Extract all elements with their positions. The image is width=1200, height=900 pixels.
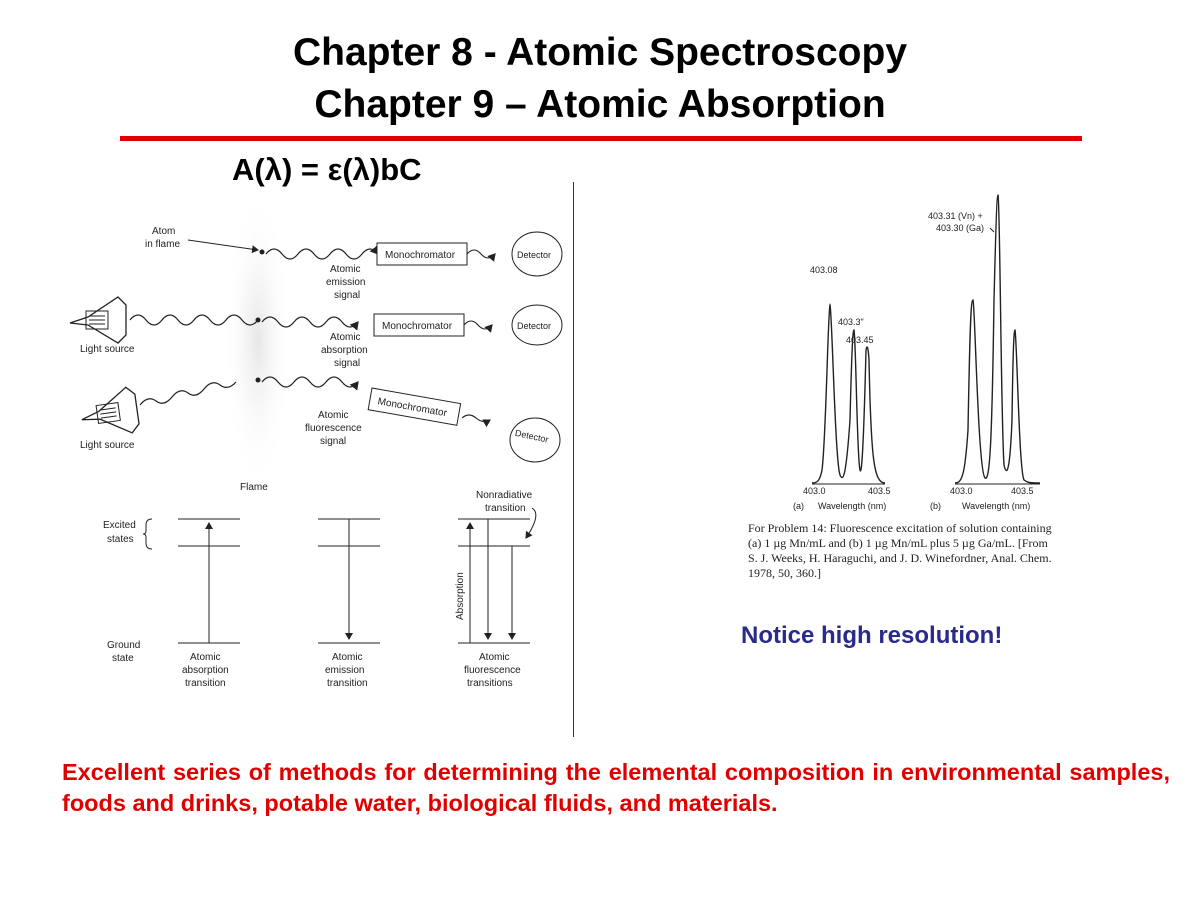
figure-label: Atomic — [479, 652, 510, 663]
figure-label: states — [107, 534, 134, 545]
figure-graphic — [95, 401, 121, 425]
figure-label: emission — [326, 277, 365, 288]
figure-label: 403.5 — [1011, 486, 1034, 496]
chapter8-title: Chapter 8 - Atomic Spectroscopy — [292, 31, 908, 74]
beer-lambert-formula: A(λ) = ε(λ)bC — [232, 152, 422, 187]
summary-footer: Excellent series of methods for determin… — [62, 759, 1170, 816]
column-divider — [573, 182, 574, 737]
figure-label: Atomic — [332, 652, 363, 663]
figure-label: (b) — [930, 501, 941, 511]
chapter9-title: Chapter 9 – Atomic Absorption — [314, 83, 886, 126]
figure-graphic — [100, 411, 117, 415]
figure-graphic — [139, 381, 237, 406]
atomic-spectroscopy-schematic: Flame Atom in flame Monochromator Detect… — [69, 190, 563, 689]
spectrum-trace-b — [954, 194, 1041, 484]
light-source-label-1: Light source — [80, 344, 135, 355]
figure-label: transition — [485, 503, 526, 514]
figure-graphic — [466, 249, 496, 262]
figure-label: Wavelength (nm) — [962, 501, 1030, 511]
light-source-icon-2 — [81, 386, 140, 434]
figure-graphic — [261, 376, 359, 391]
figure-graphic: Monochromator — [367, 387, 462, 426]
figure-label: Detector — [517, 321, 551, 331]
figure-graphic — [255, 377, 261, 383]
figure-graphic — [129, 314, 259, 326]
figure-graphic — [142, 518, 153, 550]
figure-label: Wavelength (nm) — [818, 501, 886, 511]
figure-graphic — [85, 310, 109, 330]
figure-label: Atomic — [330, 332, 361, 343]
figure-graphic — [99, 407, 116, 411]
excited-states-label: Excited — [103, 520, 136, 531]
figure-graphic — [461, 414, 491, 428]
fluorescence-spectrum-figure: 403.08 403.3" 403.45 403.0 403.5 (a) Wav… — [793, 194, 1041, 511]
light-source-icon-1 — [69, 296, 127, 344]
figure-label: Atomic — [190, 652, 221, 663]
figure-label: Atomic — [330, 264, 361, 275]
detector-1 — [511, 231, 563, 277]
figure-graphic — [187, 239, 259, 254]
figure-label: transition — [327, 678, 368, 689]
notice-high-resolution: Notice high resolution! — [741, 622, 1003, 649]
figure-graphic — [255, 317, 261, 323]
figure-label: state — [112, 653, 134, 664]
figure-label: 403.31 (Vn) + — [928, 211, 983, 221]
figure-label: Monochromator — [385, 250, 456, 261]
figure-graphic — [525, 507, 537, 539]
figure-label: signal — [334, 358, 360, 369]
figure-label: signal — [320, 436, 346, 447]
figure-label: absorption — [321, 345, 368, 356]
figure-label: (a) — [793, 501, 804, 511]
figure-label: Nonradiative — [476, 490, 533, 501]
detector-3 — [509, 417, 561, 463]
figure-graphic — [261, 316, 359, 331]
monochromator-box-3 — [367, 387, 462, 426]
figure-label: 403.0 — [803, 486, 826, 496]
figure-label: transitions — [467, 678, 513, 689]
title-divider — [120, 136, 1082, 141]
flame-label: Flame — [240, 482, 268, 493]
atom-label: Atom — [152, 226, 175, 237]
figure-label: Monochromator — [382, 321, 453, 332]
figure-label: signal — [334, 290, 360, 301]
figure-label: absorption — [182, 665, 229, 676]
figure-label: 403.45 — [846, 335, 874, 345]
figure-label: emission — [325, 665, 364, 676]
spectrum-caption: For Problem 14: Fluorescence excitation … — [748, 521, 1052, 580]
emission-wave — [265, 245, 379, 260]
figure-graphic — [463, 320, 493, 333]
figure-graphic — [989, 227, 995, 233]
figure-graphic — [100, 415, 117, 419]
figure-label: 403.3" — [838, 317, 864, 327]
flame-shape — [224, 190, 292, 490]
figure-graphic — [259, 249, 265, 255]
atom-label-2: in flame — [145, 239, 180, 250]
detector-2 — [511, 304, 563, 346]
figure-label: 403.30 (Ga) — [936, 223, 984, 233]
figure-label: transition — [185, 678, 226, 689]
ground-state-label: Ground — [107, 640, 140, 651]
figure-label: fluorescence — [464, 665, 521, 676]
light-source-label-2: Light source — [80, 440, 135, 451]
figure-label: 403.08 — [810, 265, 838, 275]
absorption-vertical-label: Absorption — [455, 572, 466, 620]
figure-label: 403.0 — [950, 486, 973, 496]
spectrum-trace-a — [811, 303, 886, 484]
figure-label: Detector — [517, 250, 551, 260]
figure-graphic — [81, 386, 140, 434]
figure-label: 403.5 — [868, 486, 891, 496]
figure-graphic — [69, 296, 127, 344]
figure-label: Atomic — [318, 410, 349, 421]
figure-label: fluorescence — [305, 423, 362, 434]
